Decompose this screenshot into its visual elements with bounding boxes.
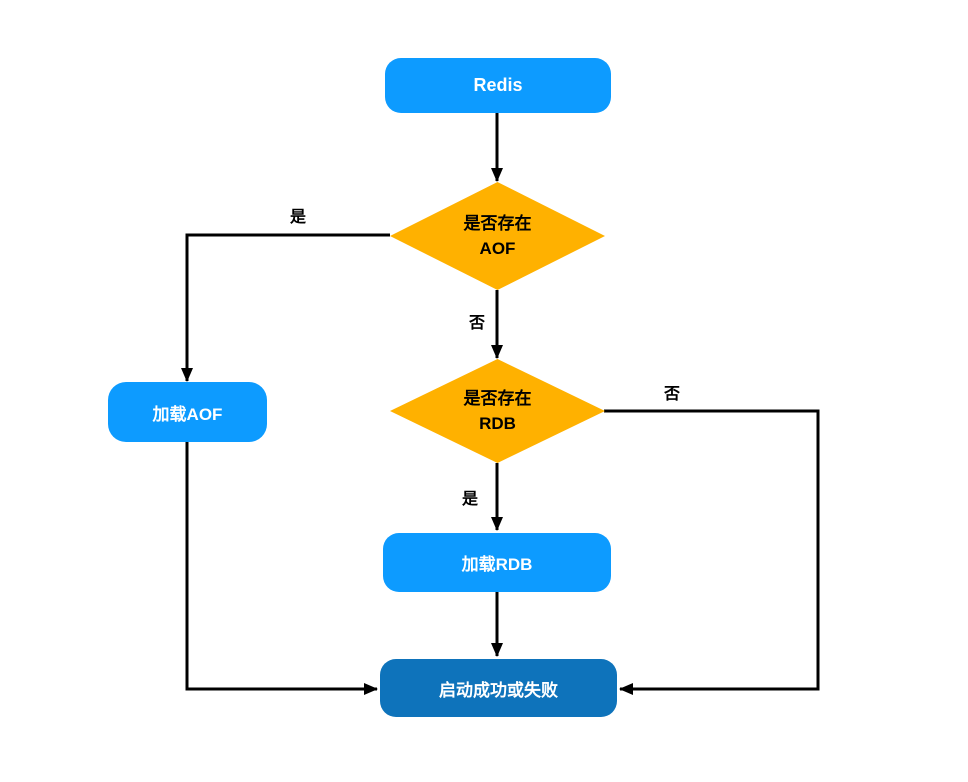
node-startup-result: 启动成功或失败 [380, 659, 617, 717]
edge-label-aof-yes: 是 [289, 209, 307, 226]
decision-rdb-label-line2: RDB [479, 414, 516, 433]
node-load-rdb: 加载RDB [383, 533, 611, 592]
node-startup-result-label: 启动成功或失败 [439, 680, 558, 700]
connector-rdbcheck-no-to-result [604, 409, 820, 695]
node-redis: Redis [385, 58, 611, 113]
connector-aofcheck-yes-to-loadaof [181, 233, 390, 382]
connector-loadaof-to-result [185, 442, 378, 695]
node-redis-label: Redis [473, 75, 523, 95]
decision-aof-label-line2: AOF [479, 239, 516, 258]
edge-label-rdb-no: 否 [663, 386, 681, 403]
decision-rdb-exists: 是否存在 RDB [390, 359, 605, 463]
node-load-aof: 加载AOF [108, 382, 267, 442]
decision-aof-label-line1: 是否存在 [463, 213, 532, 233]
decision-rdb-label-line1: 是否存在 [463, 388, 532, 408]
node-load-aof-label: 加载AOF [152, 404, 223, 424]
edge-label-aof-no: 否 [468, 315, 486, 332]
edge-label-rdb-yes: 是 [461, 491, 479, 508]
node-load-rdb-label: 加载RDB [461, 555, 533, 574]
decision-aof-exists: 是否存在 AOF [390, 182, 605, 290]
